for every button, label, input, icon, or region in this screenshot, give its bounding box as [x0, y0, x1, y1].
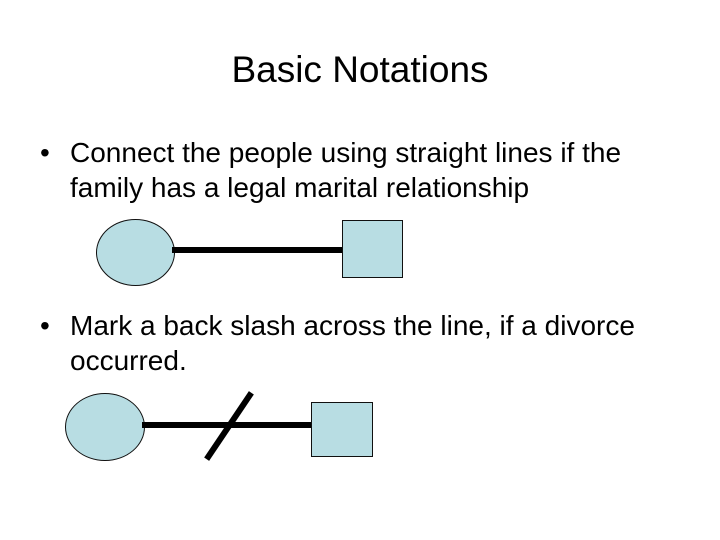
- bullet-text-marriage: Connect the people using straight lines …: [70, 137, 622, 203]
- page-title: Basic Notations: [231, 49, 489, 90]
- female-circle-icon: [96, 219, 175, 286]
- marriage-connector-line: [172, 247, 344, 253]
- bullet-text-divorce: Mark a back slash across the line, if a …: [70, 310, 635, 376]
- bullet-item-divorce: • Mark a back slash across the line, if …: [36, 308, 668, 378]
- bullet-item-marriage: • Connect the people using straight line…: [36, 135, 668, 205]
- bullet-marker-icon: •: [40, 137, 50, 168]
- female-circle-icon: [65, 393, 145, 461]
- male-square-icon: [342, 220, 403, 278]
- male-square-icon: [311, 402, 373, 457]
- bullet-marker-icon: •: [40, 310, 50, 341]
